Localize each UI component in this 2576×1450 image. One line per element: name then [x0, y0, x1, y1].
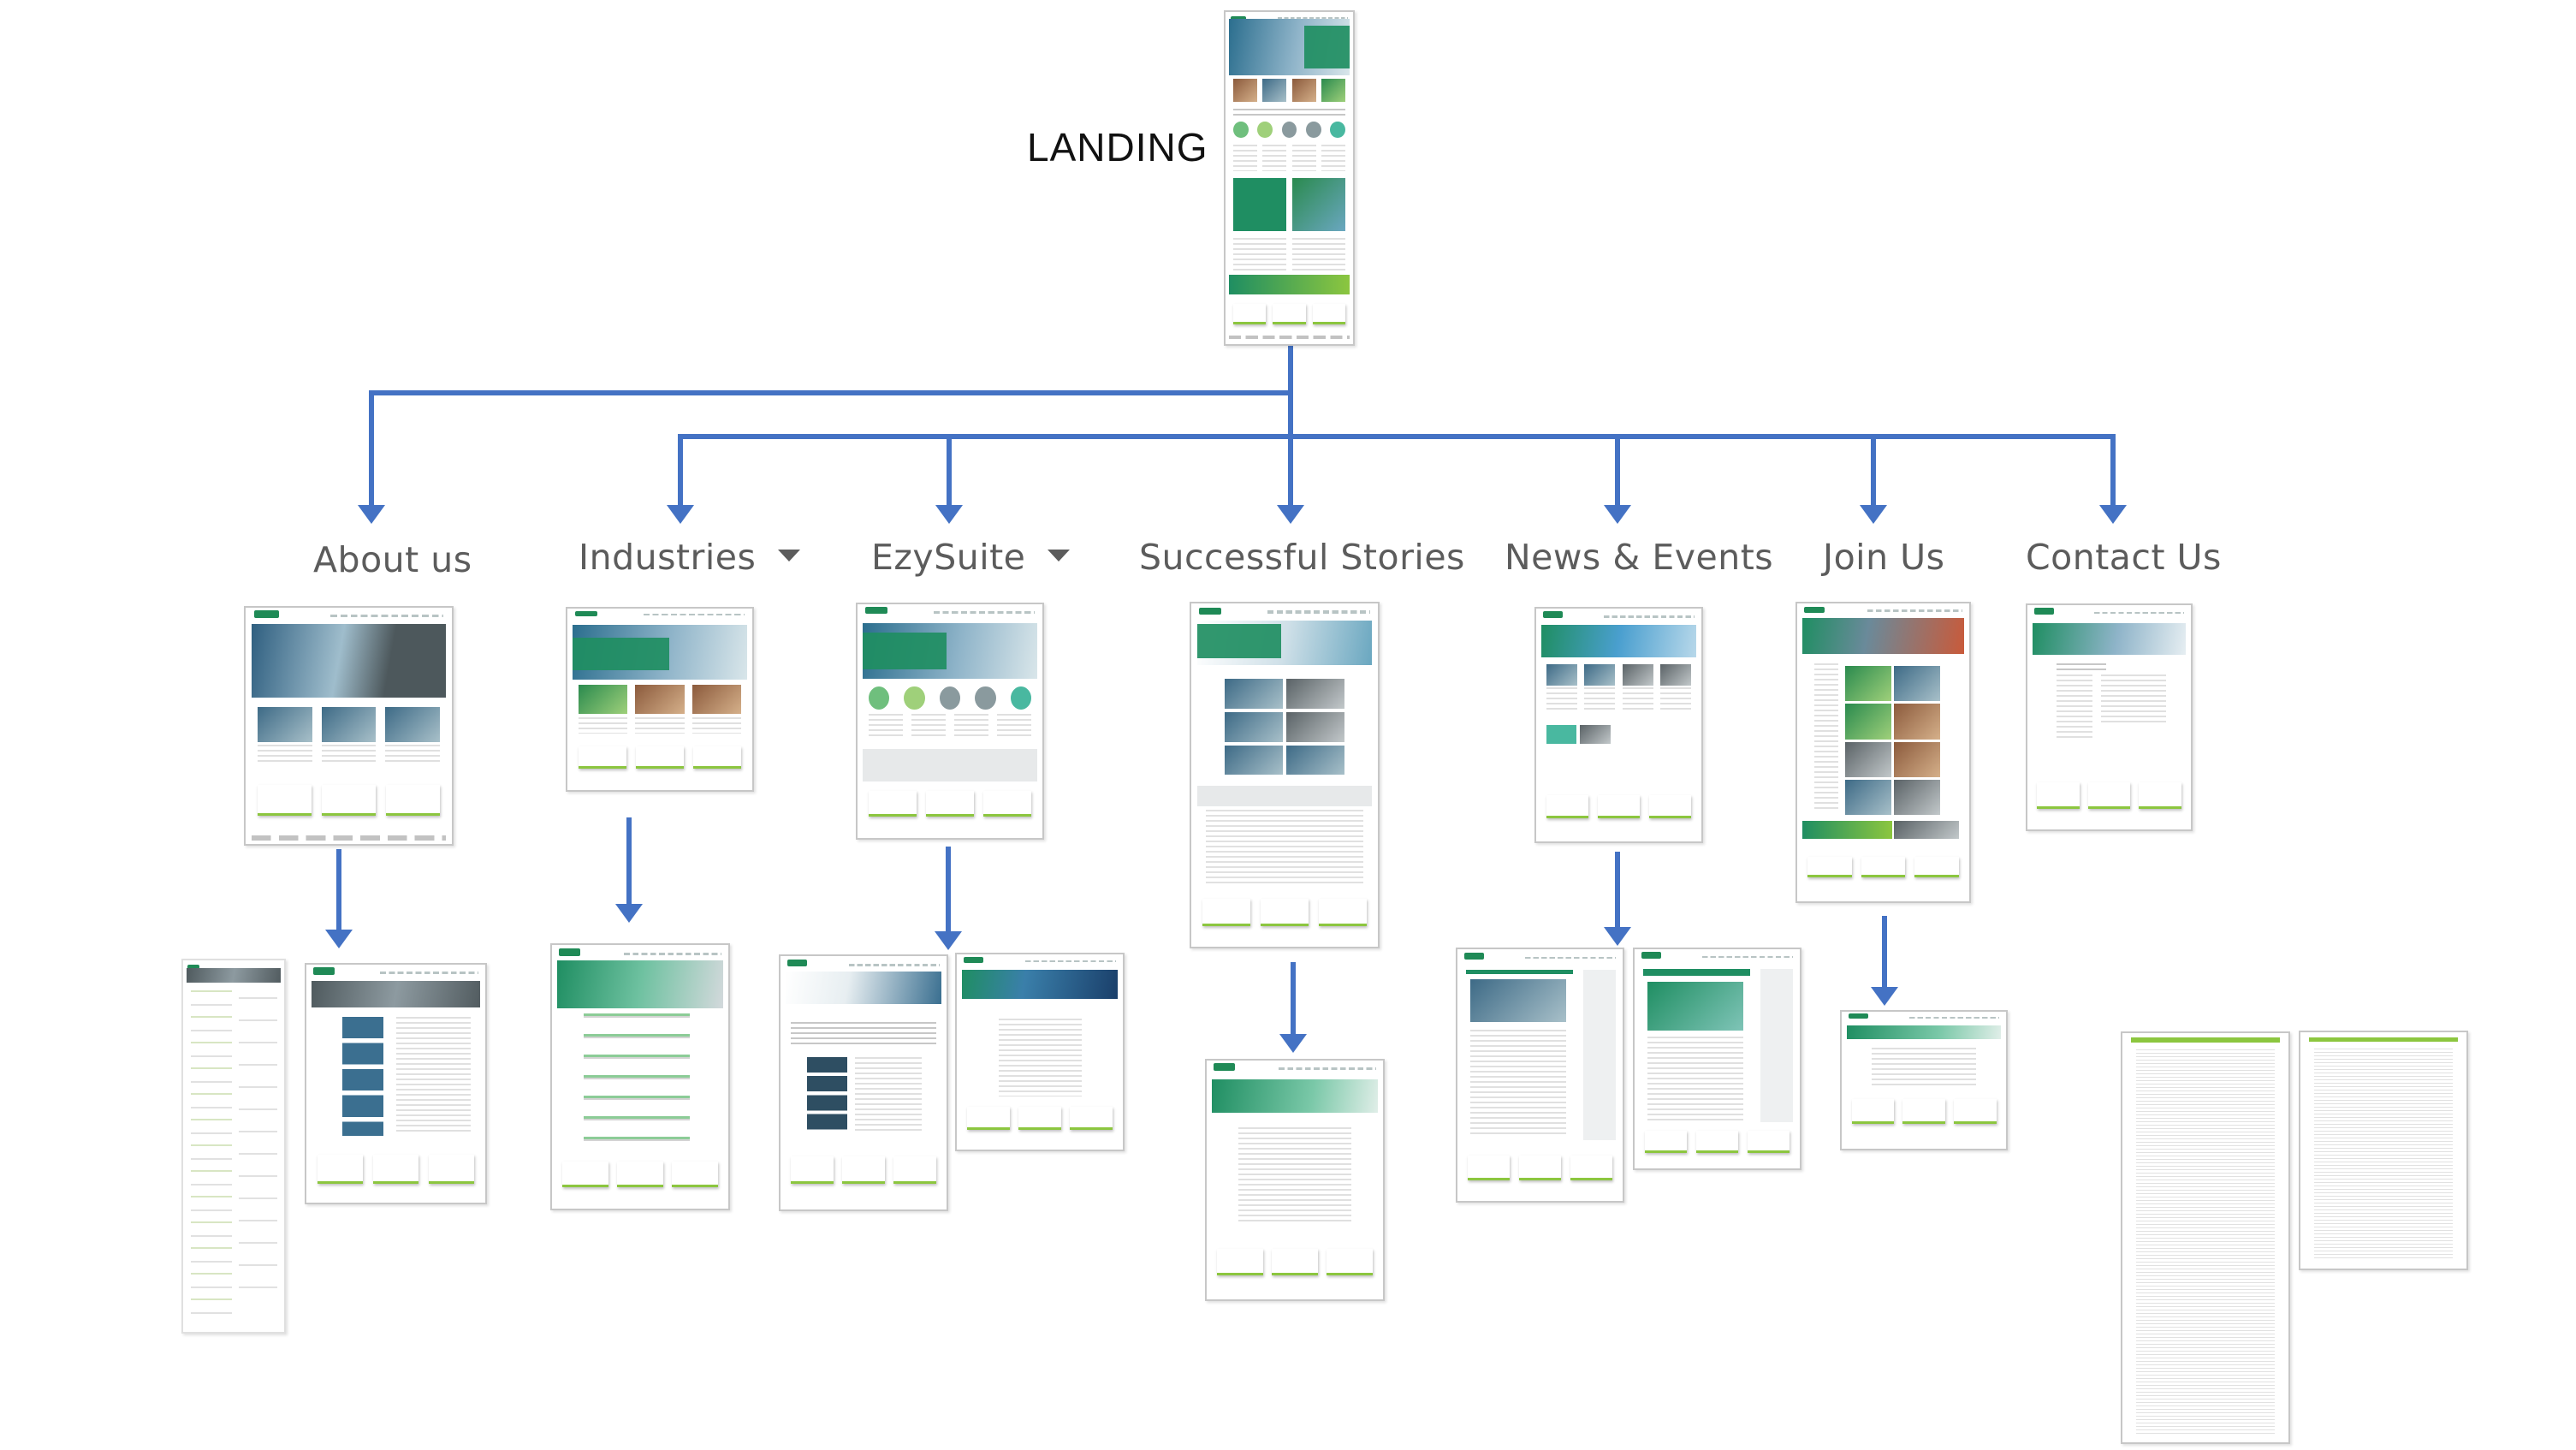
- join-us-page-thumbnail[interactable]: [1795, 602, 1971, 903]
- section-label-industries[interactable]: Industries: [579, 537, 801, 578]
- section-label-ezysuite-text: EzySuite: [871, 537, 1026, 578]
- about-us-subpage-2-thumbnail[interactable]: [305, 963, 487, 1204]
- section-label-successful-stories-text: Successful Stories: [1139, 537, 1465, 578]
- section-label-join-us[interactable]: Join Us: [1823, 537, 1944, 578]
- section-label-join-us-text: Join Us: [1823, 537, 1945, 578]
- section-label-about-us[interactable]: About us: [313, 539, 472, 580]
- ezysuite-page-thumbnail[interactable]: [856, 603, 1044, 840]
- section-label-ezysuite[interactable]: EzySuite: [871, 537, 1071, 578]
- landing-page-thumbnail[interactable]: [1224, 10, 1355, 346]
- successful-stories-page-thumbnail[interactable]: [1190, 602, 1380, 948]
- news-events-page-thumbnail[interactable]: [1534, 607, 1703, 843]
- news-events-subpage-2-thumbnail[interactable]: [1633, 948, 1801, 1170]
- ezysuite-subpage-2-thumbnail[interactable]: [955, 953, 1125, 1151]
- policy-page-2-thumbnail[interactable]: [2299, 1031, 2468, 1270]
- landing-label: LANDING: [1027, 125, 1208, 169]
- news-events-subpage-1-thumbnail[interactable]: [1456, 948, 1624, 1203]
- section-label-contact-us-text: Contact Us: [2026, 537, 2222, 578]
- section-label-news-events-text: News & Events: [1505, 537, 1774, 578]
- ezysuite-subpage-1-thumbnail[interactable]: [779, 954, 948, 1211]
- section-label-successful-stories[interactable]: Successful Stories: [1139, 537, 1465, 578]
- section-label-contact-us[interactable]: Contact Us: [2026, 537, 2222, 578]
- section-label-news-events[interactable]: News & Events: [1505, 537, 1773, 578]
- about-us-connector: [369, 390, 1293, 509]
- section-label-about-us-text: About us: [313, 539, 472, 580]
- successful-stories-subpage-thumbnail[interactable]: [1205, 1059, 1385, 1301]
- section-label-industries-text: Industries: [579, 537, 757, 578]
- industries-page-thumbnail[interactable]: [566, 607, 754, 792]
- about-us-subpage-1-thumbnail[interactable]: [181, 959, 286, 1334]
- dropdown-caret-icon[interactable]: [1048, 550, 1071, 562]
- join-us-subpage-thumbnail[interactable]: [1840, 1010, 2008, 1150]
- industries-subpage-thumbnail[interactable]: [550, 943, 730, 1210]
- policy-page-1-thumbnail[interactable]: [2121, 1031, 2290, 1444]
- dropdown-caret-icon[interactable]: [778, 550, 801, 562]
- contact-us-page-thumbnail[interactable]: [2026, 603, 2193, 831]
- about-us-page-thumbnail[interactable]: [244, 606, 454, 846]
